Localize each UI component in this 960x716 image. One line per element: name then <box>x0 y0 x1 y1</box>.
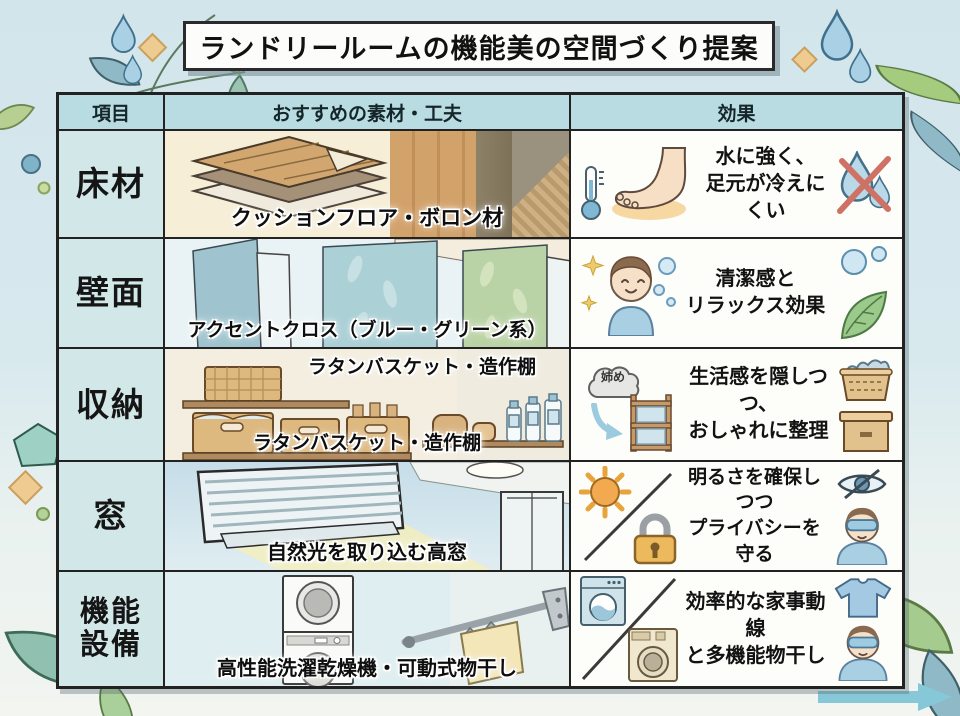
item-cell-walls: 壁面 <box>59 239 165 349</box>
item-cell-flooring: 床材 <box>59 131 165 239</box>
open-shelf-icon <box>630 393 672 452</box>
thermometer-icon <box>581 166 604 220</box>
dot-icon <box>36 507 50 521</box>
happy-person-sparkle-icon <box>580 254 676 336</box>
eye-off-icon <box>837 468 887 500</box>
effect-icons-right <box>838 356 894 454</box>
sun-and-lock-icon <box>579 466 677 565</box>
material-caption: ラタンバスケット・造作棚 <box>252 433 481 454</box>
bubbles-leaf-icon <box>840 246 888 340</box>
pentagon-icon <box>12 422 64 468</box>
item-label: 機能 設備 <box>79 595 142 661</box>
header-materials: おすすめの素材・工夫 <box>165 95 571 131</box>
cloud-label: 姉め <box>600 369 625 384</box>
material-caption: 高性能洗濯乾燥機・可動式物干し <box>217 658 517 680</box>
diamond-icon <box>7 469 44 506</box>
laundry-room-table: 項目 おすすめの素材・工夫 効果 床材 クッションフロア・ボロン材 <box>56 92 905 689</box>
material-caption: クッションフロア・ボロン材 <box>230 207 504 230</box>
effect-cell-storage: 姉め 生活感を隠しつつ、 おしゃれに整理 <box>571 349 902 462</box>
arrow-right-icon <box>818 683 952 711</box>
dot-icon <box>37 181 51 195</box>
material-cell-flooring: クッションフロア・ボロン材 <box>165 131 571 239</box>
fabric-texture <box>512 131 569 237</box>
diamond-icon <box>137 32 168 63</box>
rattan-shelves-icon <box>182 349 569 460</box>
item-label: 壁面 <box>76 274 146 312</box>
effect-text: 生活感を隠しつつ、 おしゃれに整理 <box>688 366 829 442</box>
effect-text: 明るさを確保しつつ プライバシーを守る <box>687 466 821 565</box>
accent-walls-icon <box>192 239 569 347</box>
water-drop-icon <box>820 10 872 84</box>
effect-cell-equipment: 効率的な家事動線 と多機能物干し <box>571 572 902 686</box>
header-effect: 効果 <box>571 95 902 131</box>
diamond-icon <box>791 46 818 73</box>
wood-plank-texture <box>390 131 476 237</box>
curved-arrow-icon <box>591 402 623 440</box>
warm-foot-icon <box>612 147 687 220</box>
effect-text: 水に強く、 足元が冷えにくい <box>705 145 826 222</box>
dot-icon <box>21 154 41 174</box>
material-caption: 自然光を取り込む高窓 <box>267 542 467 564</box>
material-cell-window: 自然光を取り込む高窓 <box>165 462 571 572</box>
material-caption-top: ラタンバスケット・造作棚 <box>307 357 536 378</box>
effect-icons-right <box>832 577 894 681</box>
material-cell-walls: アクセントクロス（ブルー・グリーン系） <box>165 239 571 349</box>
item-label: 収納 <box>76 385 146 423</box>
page-title: ランドリールームの機能美の空間づくり提案 <box>183 21 775 71</box>
washer-dryer-icons <box>580 576 678 682</box>
page-title-text: ランドリールームの機能美の空間づくり提案 <box>199 33 759 64</box>
item-label: 窓 <box>93 497 129 535</box>
material-caption: アクセントクロス（ブルー・グリーン系） <box>187 320 547 341</box>
no-water-drops-icon <box>837 151 891 214</box>
material-cell-equipment: 高性能洗濯乾燥機・可動式物干し <box>165 572 571 686</box>
effect-text: 効率的な家事動線 と多機能物干し <box>685 590 826 667</box>
effect-cell-flooring: 水に強く、 足元が冷えにくい <box>571 131 902 239</box>
storage-box-icon <box>839 410 893 452</box>
effect-cell-walls: 清潔感と リラックス効果 <box>571 239 902 349</box>
dark-wood-texture <box>476 131 512 237</box>
effect-icons-left <box>579 146 697 222</box>
material-cell-storage: ラタンバスケット・造作棚 ラタンバスケット・造作棚 <box>165 349 571 462</box>
washer-and-rack-icon <box>282 572 569 686</box>
header-item: 項目 <box>59 95 165 131</box>
effect-icons-right <box>830 467 894 565</box>
high-window-room-icon <box>196 462 569 570</box>
masked-person-icon <box>836 507 888 565</box>
effect-text: 清潔感と リラックス効果 <box>685 268 826 317</box>
laundry-basket-icon <box>839 358 893 401</box>
clutter-to-tidy-icon: 姉め <box>579 355 679 455</box>
item-cell-storage: 収納 <box>59 349 165 462</box>
tshirt-icon <box>834 578 892 618</box>
item-cell-equipment: 機能 設備 <box>59 572 165 686</box>
masked-person-icon <box>838 625 888 681</box>
layered-flooring-icon <box>190 135 388 219</box>
effect-cell-window: 明るさを確保しつつ プライバシーを守る <box>571 462 902 572</box>
item-cell-window: 窓 <box>59 462 165 572</box>
clutter-cloud-icon <box>588 366 640 398</box>
item-label: 床材 <box>76 165 146 203</box>
